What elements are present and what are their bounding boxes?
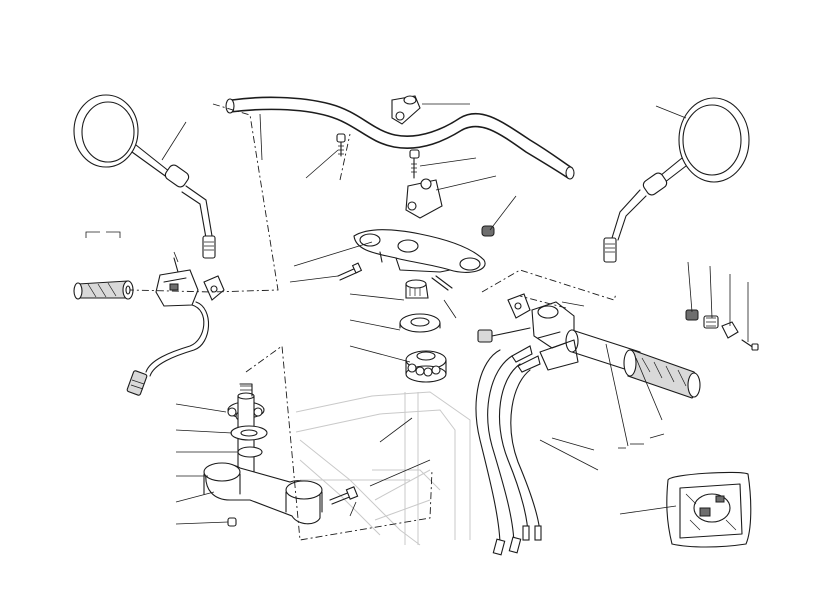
- lower-seal-ring: [230, 425, 268, 441]
- triple-clamp-bolt-left: [337, 262, 363, 281]
- leader-lines: [161, 103, 749, 525]
- lower-bar-clamp: [405, 178, 443, 219]
- right-clamp: [507, 293, 531, 319]
- lower-race: [237, 446, 263, 458]
- bar-end-weight: [721, 321, 739, 339]
- clamp-bolt-upper: [336, 133, 346, 157]
- left-switch-housing: [126, 257, 210, 396]
- right-dashed-outline: [481, 269, 617, 301]
- bar-end-screw: [741, 339, 759, 351]
- right-grip: [623, 349, 701, 399]
- detail-inset-box: [666, 471, 752, 548]
- triple-clamp-bolt-right: [431, 275, 453, 291]
- reference-brackets: [85, 231, 665, 449]
- left-clamp: [203, 275, 225, 301]
- throttle-cables: [475, 345, 542, 556]
- lower-triple-clamp: [203, 462, 323, 525]
- upper-triple-clamp: [353, 229, 486, 273]
- dust-washer: [399, 313, 441, 333]
- right-switch-housing: [531, 301, 575, 349]
- upper-bar-clamp: [391, 95, 421, 125]
- right-switch-connector: [477, 327, 531, 343]
- upper-bearing: [405, 350, 447, 383]
- stem-dashed-outline: [245, 345, 433, 541]
- handlebar: [225, 96, 575, 180]
- right-mirror: [603, 97, 750, 263]
- pinch-bolt: [329, 486, 359, 505]
- clamp-bolt-mid: [409, 149, 420, 179]
- stem-small-bolt: [227, 517, 237, 527]
- left-grip: [73, 280, 134, 300]
- bar-end-ring: [703, 315, 719, 329]
- frame-outline-ghost: [295, 391, 471, 546]
- steering-nut: [405, 279, 429, 299]
- left-dashed-outline: [129, 103, 279, 293]
- left-mirror: [73, 94, 216, 259]
